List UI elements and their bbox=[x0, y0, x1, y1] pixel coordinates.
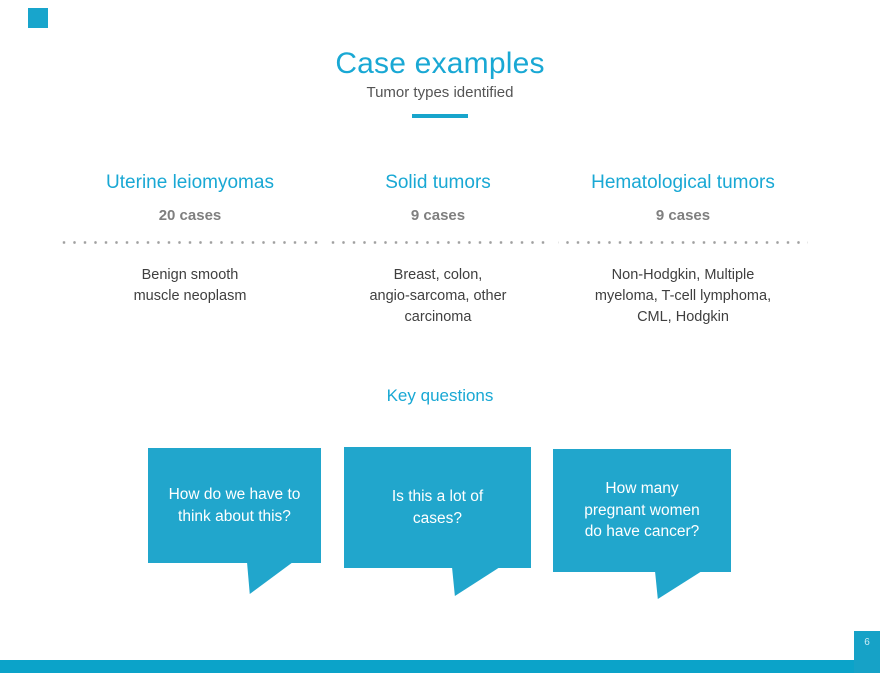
dotted-divider bbox=[60, 241, 320, 244]
speech-bubble-2-tail bbox=[452, 567, 500, 596]
column-solid-tumors: Solid tumors 9 cases Breast, colon, angi… bbox=[328, 172, 548, 328]
speech-bubble-1-tail bbox=[247, 562, 293, 594]
speech-bubble-3-tail bbox=[655, 571, 702, 599]
slide-title: Case examples bbox=[335, 47, 545, 80]
key-questions-heading: Key questions bbox=[386, 386, 494, 405]
dotted-divider bbox=[328, 241, 548, 244]
column-case-count: 20 cases bbox=[158, 207, 222, 224]
column-description: Benign smooth muscle neoplasm bbox=[133, 267, 247, 305]
column-title: Solid tumors bbox=[385, 172, 491, 193]
title-underline bbox=[412, 114, 468, 118]
slide-subtitle: Tumor types identified bbox=[366, 84, 514, 101]
footer-bar bbox=[0, 660, 880, 673]
dotted-divider bbox=[558, 241, 808, 244]
speech-bubble-1: How do we have to think about this? bbox=[148, 448, 321, 563]
column-hematological-tumors: Hematological tumors 9 cases Non-Hodgkin… bbox=[558, 172, 808, 328]
speech-bubble-2: Is this a lot of cases? bbox=[344, 447, 531, 568]
column-title: Uterine leiomyomas bbox=[106, 172, 274, 193]
page-number: 6 bbox=[864, 637, 870, 648]
column-case-count: 9 cases bbox=[655, 207, 711, 224]
column-description: Breast, colon, angio-sarcoma, other carc… bbox=[369, 267, 507, 326]
page-number-tab: 6 bbox=[854, 631, 880, 673]
logo-mark bbox=[28, 8, 48, 28]
column-uterine-leiomyomas: Uterine leiomyomas 20 cases Benign smoot… bbox=[60, 172, 320, 307]
column-description: Non-Hodgkin, Multiple myeloma, T-cell ly… bbox=[594, 267, 772, 326]
column-case-count: 9 cases bbox=[410, 207, 466, 224]
column-title: Hematological tumors bbox=[591, 172, 775, 193]
speech-bubble-3: How many pregnant women do have cancer? bbox=[553, 449, 731, 572]
